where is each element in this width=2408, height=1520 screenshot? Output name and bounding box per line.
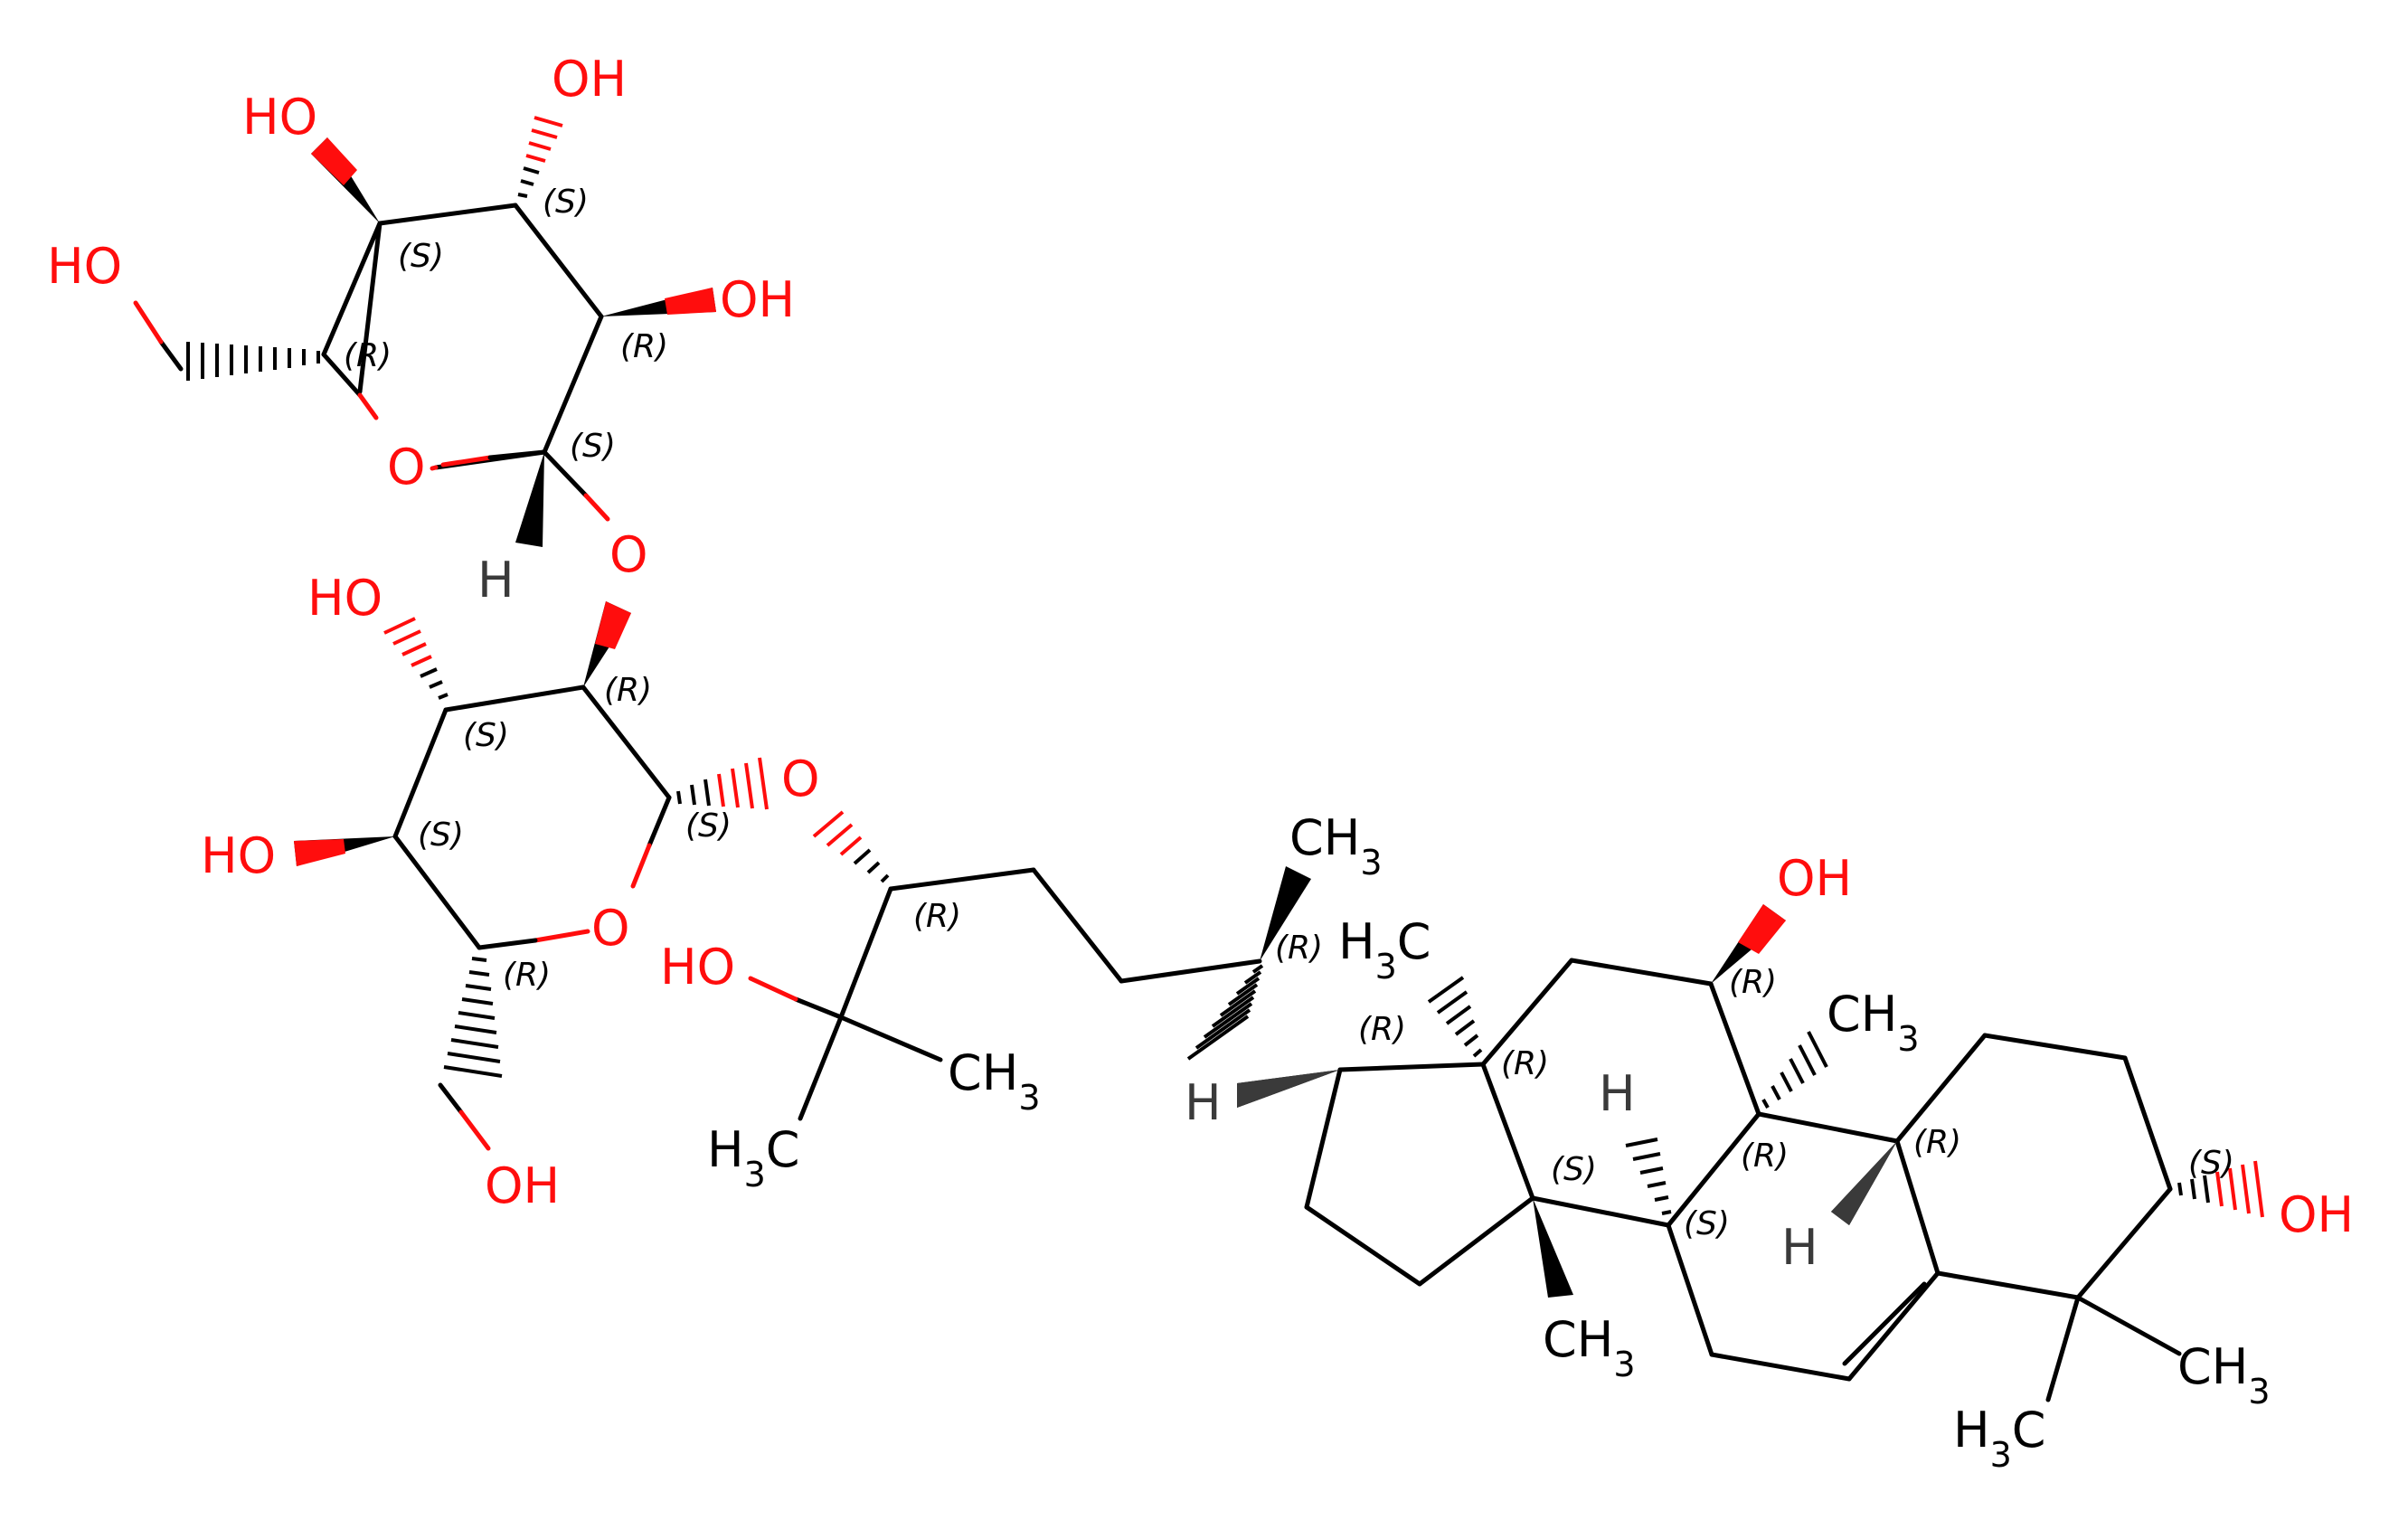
oh-ch2-bottom-label: OH — [485, 1157, 560, 1214]
bottom-glucose-stereo-bonds — [294, 601, 769, 1078]
stereo-label: (R) — [1741, 1138, 1789, 1175]
oh-c3-label: OH — [2279, 1186, 2354, 1243]
ho-c4-bottom-label: HO — [201, 827, 276, 884]
ch3-tertiary-a-label: CH3 — [948, 1044, 1041, 1118]
stereo-label: (R) — [620, 328, 668, 365]
stereo-label: (R) — [1358, 1011, 1406, 1048]
ch3-c14-label: CH3 — [1543, 1311, 1636, 1384]
stereo-label: (R) — [1275, 930, 1323, 967]
ch3-c4-a-label: CH3 — [2177, 1338, 2271, 1411]
stereo-label: (S) — [2188, 1145, 2234, 1182]
h3c-c13-label: H3C — [1338, 913, 1431, 987]
stereo-label: (S) — [398, 238, 444, 275]
stereo-label: (R) — [913, 898, 961, 935]
ho-upper-left-label: HO — [242, 89, 317, 146]
top-glucose-stereo-bonds — [186, 116, 716, 547]
stereo-descriptors: (S) (S) (R) (R) (S) (R) (S) (S) (S) (R) … — [344, 184, 2234, 1242]
stereo-label: (S) — [463, 717, 509, 754]
stereo-label: (R) — [344, 337, 392, 374]
stereo-label: (S) — [685, 807, 732, 845]
h-c17-label: H — [1185, 1074, 1222, 1131]
atom-labels: OH HO HO OH O H O HO O HO O OH HO CH3 H3… — [47, 51, 2354, 1475]
bottom-glucose-bonds — [392, 684, 672, 1151]
oh-c2-top-label: OH — [720, 271, 795, 328]
stereo-label: (S) — [570, 428, 616, 465]
h-c10-label: H — [1781, 1219, 1818, 1276]
stereo-label: (R) — [1501, 1045, 1549, 1082]
side-chain-bonds — [748, 867, 1262, 1121]
stereo-label: (S) — [1684, 1205, 1730, 1242]
link-oxygen-label: O — [781, 751, 820, 807]
ch3-c9-label: CH3 — [1827, 986, 1920, 1059]
h3c-tertiary-b-label: H3C — [707, 1121, 800, 1194]
oh-top-label: OH — [552, 51, 627, 108]
stereo-label: (S) — [1551, 1151, 1597, 1188]
side-chain-stereo-bonds — [812, 810, 1311, 1061]
stereo-label: (R) — [1913, 1124, 1961, 1161]
stereo-label: (S) — [418, 817, 464, 854]
stereo-label: (R) — [503, 957, 551, 994]
oh-c11-label: OH — [1777, 850, 1852, 907]
ho-c3-bottom-label: HO — [307, 570, 382, 627]
stereo-label: (R) — [604, 672, 652, 709]
ho-ch2-top-label: HO — [47, 238, 122, 295]
steroid-stereo-bonds — [1237, 904, 2264, 1298]
ring-oxygen-top-label: O — [387, 439, 426, 496]
steroid-core-bonds — [1304, 958, 2182, 1402]
ch3-side-chain-label: CH3 — [1289, 809, 1383, 883]
ho-tertiary-label: HO — [660, 939, 735, 996]
anomeric-hydrogen-label: H — [477, 552, 515, 609]
top-glucose-bonds — [133, 203, 610, 522]
h-c8-label: H — [1599, 1065, 1636, 1122]
glycosidic-oxygen-label: O — [609, 526, 648, 583]
stereo-label: (R) — [1729, 964, 1777, 1001]
ring-oxygen-bottom-label: O — [591, 900, 630, 957]
h3c-c4-b-label: H3C — [1953, 1402, 2046, 1475]
stereo-label: (S) — [543, 184, 589, 221]
